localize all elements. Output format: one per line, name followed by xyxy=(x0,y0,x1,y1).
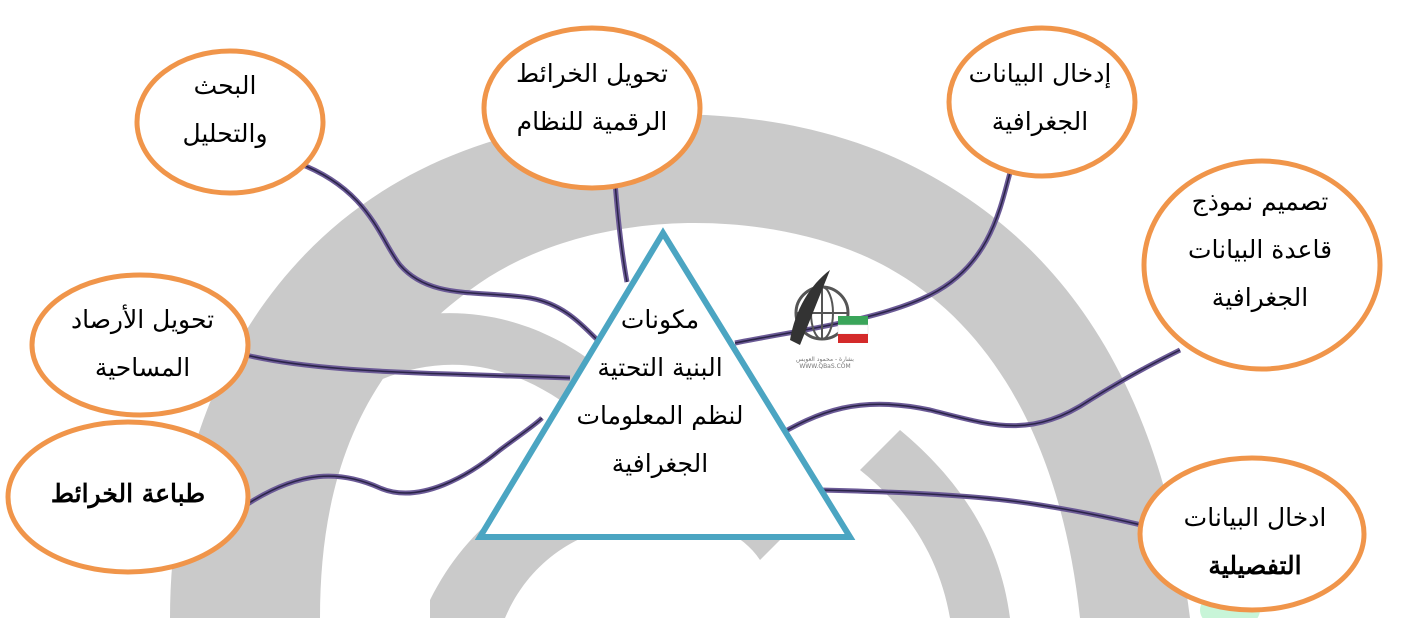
node-input-geo-line-1: إدخال البيانات xyxy=(968,59,1112,88)
node-design-model-line-1: تصميم نموذج xyxy=(1191,187,1329,216)
ellipse-convert-maps xyxy=(481,25,703,191)
logo-caption: بشارة - محمود العويس WWW.QBaS.COM xyxy=(790,356,860,370)
center-triangle xyxy=(474,227,856,540)
ellipse-convert-surveys xyxy=(29,272,251,418)
ellipse-search xyxy=(134,48,326,196)
node-convert-surveys-line-1: تحويل الأرصاد xyxy=(70,305,215,334)
node-search: البحث والتحليل xyxy=(150,62,300,158)
node-convert-surveys: تحويل الأرصاد المساحية xyxy=(45,296,240,392)
node-input-detail: ادخال البيانات التفصيلية xyxy=(1160,494,1350,590)
center-line-2: البنية التحتية xyxy=(597,353,723,382)
node-input-detail-line-1: ادخال البيانات xyxy=(1183,503,1327,532)
node-search-line-2: والتحليل xyxy=(182,119,268,148)
node-input-detail-line-2: التفصيلية xyxy=(1208,551,1302,580)
ellipse-input-geo xyxy=(946,25,1138,179)
ellipse-print-maps xyxy=(5,419,251,575)
node-print-maps: طباعة الخرائط xyxy=(18,470,238,518)
node-design-model-line-2: قاعدة البيانات xyxy=(1187,235,1333,264)
node-input-geo: إدخال البيانات الجغرافية xyxy=(955,50,1125,146)
logo-caption-url: WWW.QBaS.COM xyxy=(799,363,851,370)
node-design-model: تصميم نموذج قاعدة البيانات الجغرافية xyxy=(1160,178,1360,322)
connector-convert-surveys xyxy=(245,352,571,381)
connector-print-maps xyxy=(244,416,544,508)
node-convert-surveys-line-2: المساحية xyxy=(94,353,191,382)
node-convert-maps: تحويل الخرائط الرقمية للنظام xyxy=(497,50,687,146)
connector-input-detail xyxy=(819,487,1151,530)
node-search-line-1: البحث xyxy=(193,71,257,100)
node-design-model-line-3: الجغرافية xyxy=(1211,283,1309,312)
connector-design-model xyxy=(768,347,1182,443)
logo-globe xyxy=(790,270,869,345)
node-convert-maps-line-2: الرقمية للنظام xyxy=(516,107,668,136)
ellipse-design-model xyxy=(1141,158,1383,372)
center-line-3: لنظم المعلومات xyxy=(576,401,744,430)
center-line-1: مكونات xyxy=(620,305,700,334)
ellipses xyxy=(5,25,1383,613)
ellipse-input-detail xyxy=(1137,455,1367,613)
node-convert-maps-line-1: تحويل الخرائط xyxy=(516,59,668,88)
center-line-4: الجغرافية xyxy=(611,449,709,478)
center-title: مكونات البنية التحتية لنظم المعلومات الج… xyxy=(560,296,760,488)
node-input-geo-line-2: الجغرافية xyxy=(991,107,1089,136)
logo-caption-name: بشارة - محمود العويس xyxy=(796,356,854,363)
node-print-maps-line-1: طباعة الخرائط xyxy=(50,479,206,508)
connector-search xyxy=(297,160,602,345)
connector-convert-maps xyxy=(612,181,630,283)
